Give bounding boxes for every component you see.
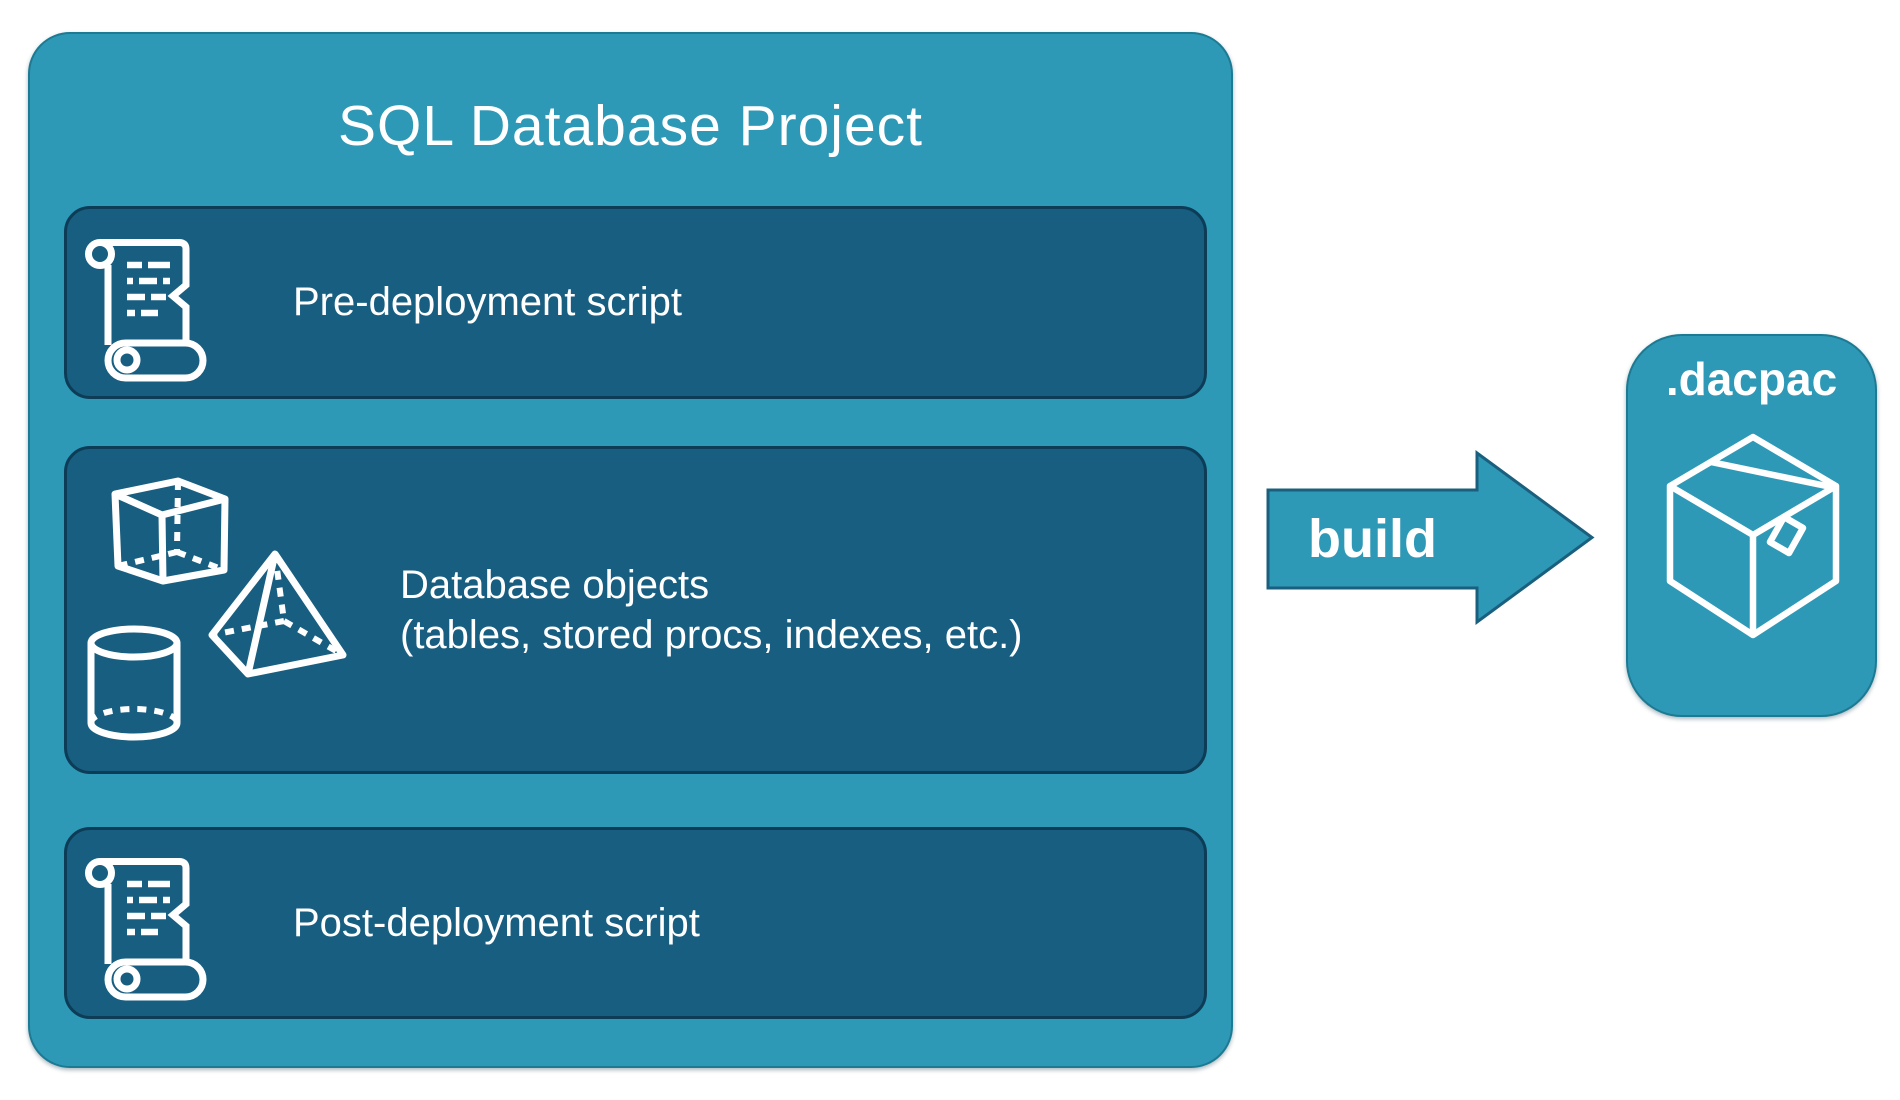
- cube-icon: [111, 477, 229, 585]
- build-label: build: [1308, 509, 1437, 569]
- post-deployment-panel: Post-deployment script: [64, 827, 1207, 1019]
- database-objects-panel: Database objects (tables, stored procs, …: [64, 446, 1207, 774]
- database-objects-label: Database objects (tables, stored procs, …: [400, 449, 1023, 771]
- post-deployment-label: Post-deployment script: [293, 900, 700, 945]
- pre-deployment-label: Pre-deployment script: [293, 280, 683, 324]
- sql-database-project-panel: SQL Database Project Pre-deployment scri…: [28, 32, 1233, 1068]
- pyramid-icon: [208, 550, 348, 678]
- package-icon: [1663, 431, 1843, 641]
- database-objects-line1: Database objects: [400, 563, 710, 607]
- scroll-icon: [83, 852, 207, 1001]
- dacpac-label: .dacpac: [1665, 353, 1838, 405]
- pre-deployment-panel: Pre-deployment script: [64, 206, 1207, 399]
- page-title: SQL Database Project: [337, 94, 924, 158]
- build-arrow: build: [1266, 450, 1595, 625]
- scroll-icon: [83, 233, 207, 382]
- dacpac-box: .dacpac: [1626, 334, 1877, 717]
- cylinder-icon: [87, 625, 181, 741]
- database-objects-line2: (tables, stored procs, indexes, etc.): [400, 613, 1023, 657]
- arrow-shape: [1266, 450, 1595, 625]
